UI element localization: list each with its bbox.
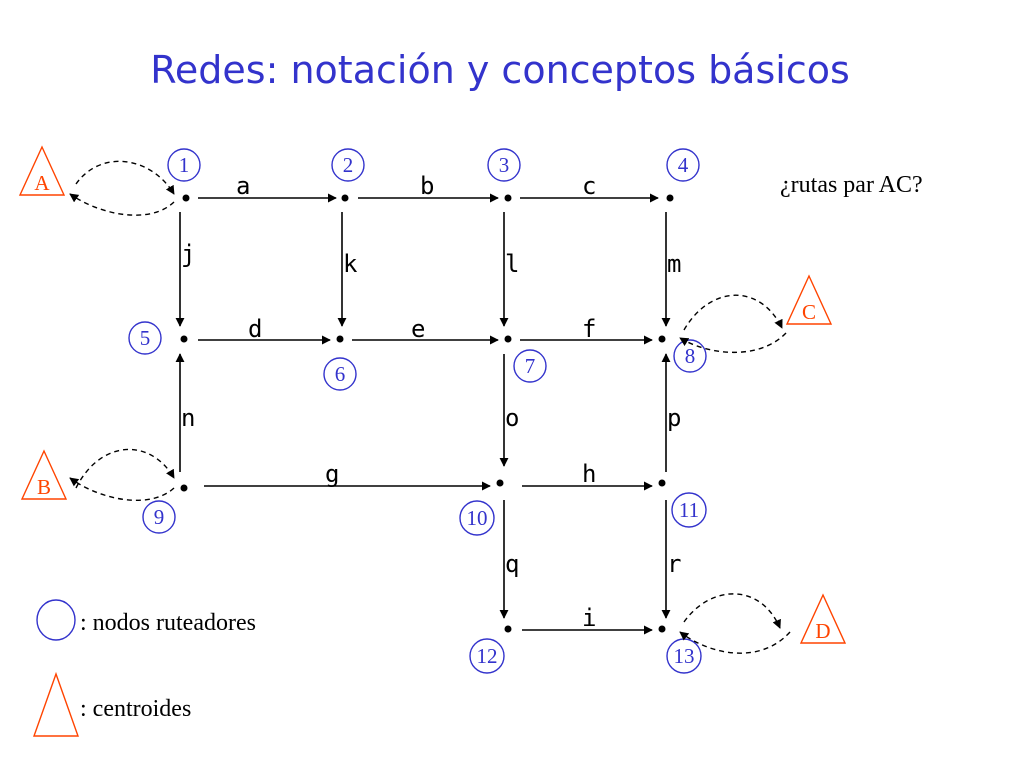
node-number-8: 8 <box>685 344 696 368</box>
node-number-6: 6 <box>335 362 346 386</box>
legend-router-nodes-text: : nodos ruteadores <box>80 610 256 636</box>
legend: : nodos ruteadores : centroides <box>33 599 256 737</box>
edge-label-l: l <box>505 250 519 278</box>
node-4: 4 <box>666 148 700 182</box>
node-2: 2 <box>331 148 365 182</box>
node-number-2: 2 <box>343 153 354 177</box>
node-number-10: 10 <box>467 506 488 530</box>
connector-D-to-13 <box>679 631 791 654</box>
node-dot-3 <box>504 194 512 202</box>
edge-label-o: o <box>505 404 519 432</box>
node-dot-7 <box>504 335 512 343</box>
connector-8-to-C <box>683 294 783 331</box>
edge-label-k: k <box>343 250 358 278</box>
connector-13-to-D <box>683 593 781 629</box>
node-7: 7 <box>513 349 547 383</box>
node-dot-10 <box>496 479 504 487</box>
node-13: 13 <box>666 638 702 674</box>
horizontal-edges <box>198 193 659 635</box>
edge-label-g: g <box>325 460 339 488</box>
edge-label-n: n <box>181 404 195 432</box>
centroids: A B C D <box>18 145 847 644</box>
node-dots <box>180 194 674 633</box>
node-1: 1 <box>167 148 201 182</box>
question-text: ¿rutas par AC? <box>780 172 923 198</box>
legend-circle-icon <box>36 599 76 641</box>
edge-label-q: q <box>505 550 519 578</box>
edge-label-r: r <box>667 550 681 578</box>
edge-label-h: h <box>582 460 596 488</box>
connector-1-to-A <box>69 193 175 216</box>
node-3: 3 <box>487 148 521 182</box>
centroid-label-B: B <box>37 475 51 499</box>
vertical-edges <box>175 212 671 619</box>
centroid-label-C: C <box>802 300 816 324</box>
centroid-A: A <box>18 145 66 196</box>
page-title: Redes: notación y conceptos básicos <box>150 48 850 92</box>
node-number-1: 1 <box>179 153 190 177</box>
node-11: 11 <box>671 492 707 528</box>
edge-label-a: a <box>236 172 250 200</box>
edge-label-f: f <box>582 315 596 343</box>
node-number-4: 4 <box>678 153 689 177</box>
centroid-D: D <box>799 593 847 644</box>
edge-label-p: p <box>667 404 681 432</box>
node-number-13: 13 <box>674 644 695 668</box>
node-number-3: 3 <box>499 153 510 177</box>
legend-triangle-icon <box>33 671 79 737</box>
connector-A-to-1 <box>75 160 175 195</box>
node-dot-12 <box>504 625 512 633</box>
edge-label-e: e <box>411 315 425 343</box>
node-9: 9 <box>142 500 176 534</box>
node-8: 8 <box>673 339 707 373</box>
legend-centroids-text: : centroides <box>80 696 191 722</box>
node-12: 12 <box>469 638 505 674</box>
node-number-9: 9 <box>154 505 165 529</box>
edge-label-c: c <box>582 172 596 200</box>
node-dot-13 <box>658 625 666 633</box>
node-dot-8 <box>658 335 666 343</box>
edge-label-d: d <box>248 315 262 343</box>
node-number-7: 7 <box>525 354 536 378</box>
node-dot-2 <box>341 194 349 202</box>
node-dot-9 <box>180 484 188 492</box>
node-6: 6 <box>323 357 357 391</box>
connector-C-to-8 <box>679 332 787 354</box>
centroid-B: B <box>20 449 68 500</box>
node-dot-5 <box>180 335 188 343</box>
node-number-circles: 1 2 3 4 5 6 7 8 <box>128 148 707 674</box>
connector-B-to-9 <box>75 448 175 489</box>
centroid-label-A: A <box>34 171 50 195</box>
edge-labels: a b c d e f g h i j k l m n o p q r <box>181 172 681 632</box>
node-number-5: 5 <box>140 326 151 350</box>
centroid-connectors <box>69 160 791 654</box>
node-5: 5 <box>128 321 162 355</box>
centroid-label-D: D <box>815 619 830 643</box>
connector-9-to-B <box>69 477 175 501</box>
node-dot-6 <box>336 335 344 343</box>
node-number-11: 11 <box>679 498 699 522</box>
node-dot-11 <box>658 479 666 487</box>
node-dot-4 <box>666 194 674 202</box>
edge-label-m: m <box>667 250 681 278</box>
edge-label-i: i <box>582 604 596 632</box>
legend-router-nodes: : nodos ruteadores <box>36 599 256 641</box>
node-dot-1 <box>182 194 190 202</box>
centroid-C: C <box>785 274 833 325</box>
edge-label-j: j <box>181 240 195 268</box>
edge-label-b: b <box>420 172 434 200</box>
node-10: 10 <box>459 500 495 536</box>
node-number-12: 12 <box>477 644 498 668</box>
legend-centroids: : centroides <box>33 671 191 737</box>
